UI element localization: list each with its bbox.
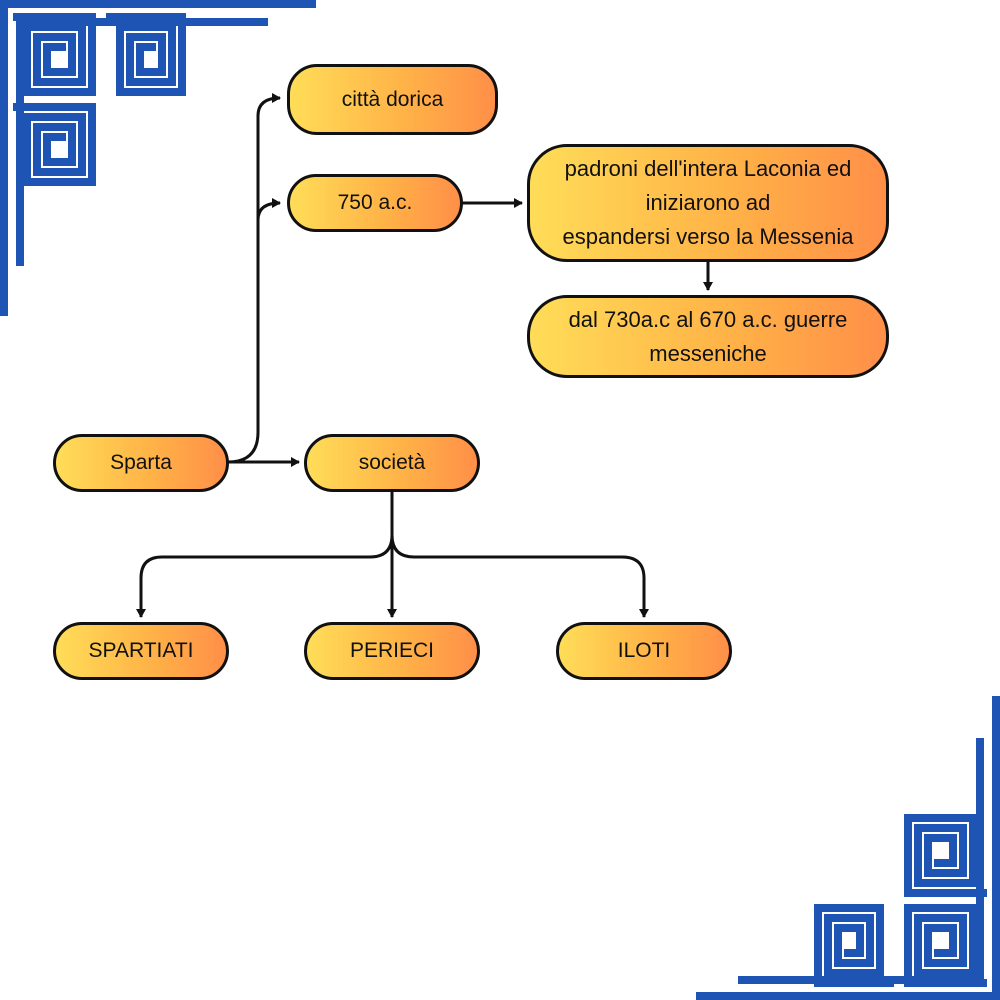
node-spartiati: SPARTIATI [53, 622, 229, 680]
node-perieci: PERIECI [304, 622, 480, 680]
node-iloti: ILOTI [556, 622, 732, 680]
node-label: Sparta [110, 451, 172, 474]
node-societa: società [304, 434, 480, 492]
node-label: PERIECI [349, 639, 435, 662]
node-sparta: Sparta [53, 434, 229, 492]
node-padroni-laconia: padroni dell'intera Laconia ed iniziaron… [527, 144, 889, 262]
connector-sparta-citta [227, 93, 281, 464]
bottom-right-frame-line [696, 696, 1000, 1000]
node-label: padroni dell'intera Laconia ed iniziaron… [562, 156, 854, 249]
node-label: 750 a.c. [337, 191, 413, 214]
meander-spiral-icon [904, 814, 987, 897]
node-label: città dorica [341, 87, 444, 111]
meander-spiral-icon [814, 904, 894, 987]
node-label: ILOTI [617, 639, 671, 662]
node-label: dal 730a.c al 670 a.c. guerre messeniche [568, 306, 848, 366]
meander-spiral-icon [13, 13, 96, 96]
connector-societa-spartiati [136, 490, 394, 618]
meander-spiral-icon [106, 13, 186, 96]
node-label: società [358, 451, 426, 474]
connector-sparta-750 [256, 198, 281, 221]
node-citta-dorica: città dorica [287, 64, 498, 135]
node-label: SPARTIATI [88, 639, 194, 662]
node-750-ac: 750 a.c. [287, 174, 463, 232]
meander-spiral-icon [904, 904, 987, 987]
top-left-frame-line [0, 0, 316, 316]
connector-societa-iloti [390, 534, 649, 618]
meander-spiral-icon [13, 103, 96, 186]
node-guerre-messeniche: dal 730a.c al 670 a.c. guerre messeniche [527, 295, 889, 378]
